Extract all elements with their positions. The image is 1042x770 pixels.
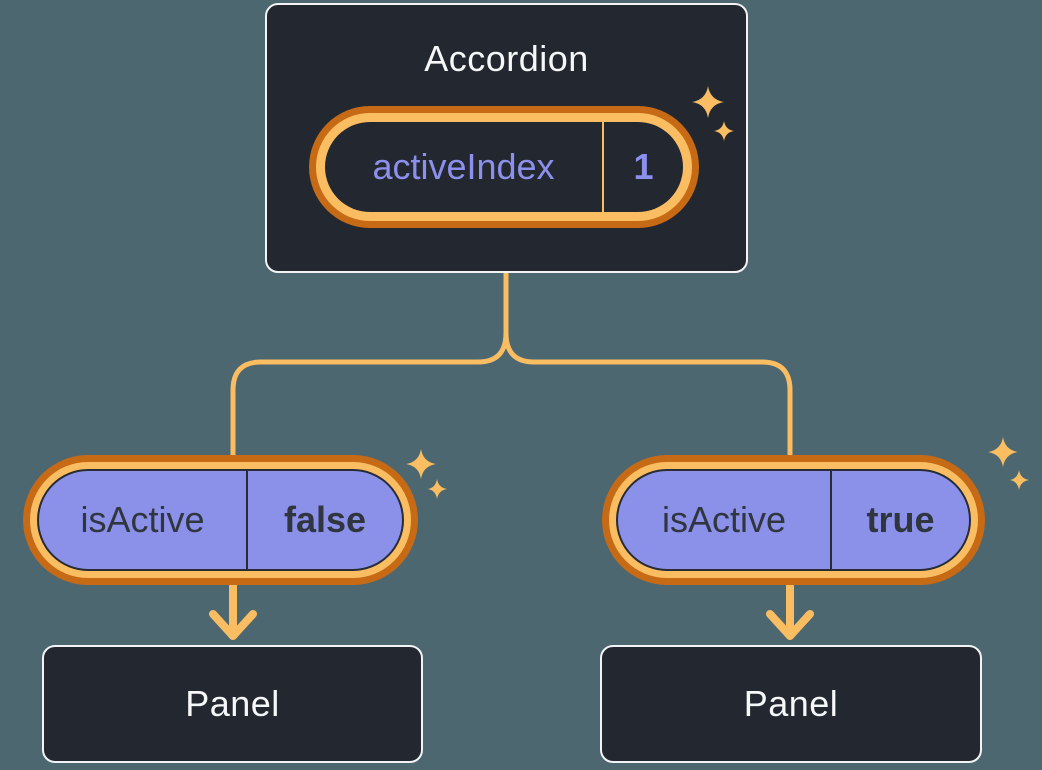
sparkle-icon-left-pill [406, 449, 447, 499]
state-pill-activeindex: activeIndex 1 [309, 106, 699, 228]
state-pill-label: activeIndex [372, 146, 555, 187]
prop-pill-isactive-false: isActive false [23, 455, 418, 585]
accordion-title: Accordion [424, 38, 589, 79]
prop-pill-value: true [866, 499, 935, 540]
panel-label: Panel [185, 683, 280, 724]
pill-divider [246, 471, 248, 569]
accordion-node: Accordion activeIndex 1 [265, 3, 748, 273]
panel-node-left: Panel [42, 645, 423, 763]
prop-pill-label: isActive [80, 499, 205, 540]
connector-accordion-to-right-pill [503, 269, 793, 463]
panel-node-right: Panel [600, 645, 982, 763]
state-pill-value: 1 [633, 146, 654, 187]
pill-divider [602, 122, 604, 212]
pill-divider [830, 471, 832, 569]
prop-pill-value: false [283, 499, 367, 540]
sparkle-icon-right-pill [988, 437, 1029, 490]
arrow-down-left-icon [209, 580, 257, 640]
panel-label: Panel [743, 683, 839, 724]
prop-pill-isactive-true: isActive true [602, 455, 985, 585]
arrow-down-right-icon [766, 580, 814, 640]
prop-pill-label: isActive [661, 499, 787, 540]
connector-accordion-to-left-pill [230, 269, 509, 463]
